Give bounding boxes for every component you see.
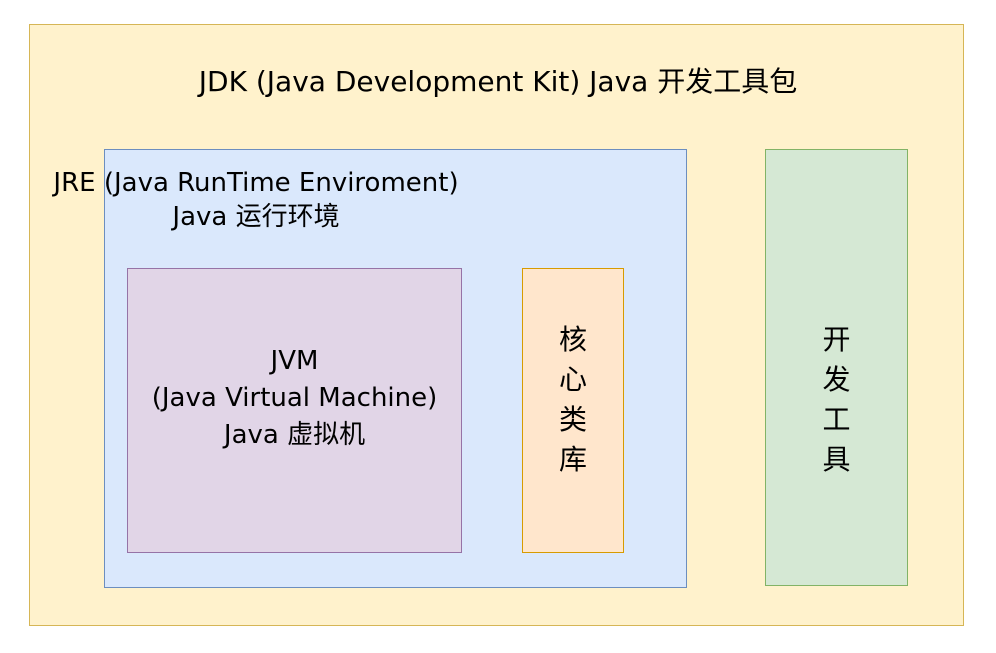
jvm-title-line1: JVM: [270, 346, 319, 376]
jdk-title: JDK (Java Development Kit) Java 开发工具包: [198, 65, 798, 98]
dev-tools-char: 具: [822, 443, 851, 476]
jvm-title-line3: Java 虚拟机: [223, 420, 366, 450]
core-library-label: 核 心 类 库: [522, 320, 624, 480]
jvm-box: [127, 268, 462, 553]
dev-tools-char: 开: [822, 323, 851, 356]
core-library-char: 心: [558, 363, 587, 396]
jvm-title: JVM (Java Virtual Machine) Java 虚拟机: [127, 343, 462, 454]
core-library-char: 类: [558, 403, 587, 436]
core-library-char: 库: [558, 443, 587, 476]
jre-title: JRE (Java RunTime Enviroment) Java 运行环境: [20, 166, 492, 234]
dev-tools-box: [765, 149, 908, 586]
core-library-box: [522, 268, 624, 553]
jvm-title-line2: (Java Virtual Machine): [151, 383, 438, 413]
jre-title-line2: Java 运行环境: [172, 202, 340, 232]
jre-title-line1: JRE (Java RunTime Enviroment): [53, 168, 459, 198]
dev-tools-label: 开 发 工 具: [765, 320, 908, 480]
dev-tools-char: 工: [822, 403, 851, 436]
core-library-char: 核: [558, 323, 587, 356]
dev-tools-char: 发: [822, 363, 851, 396]
